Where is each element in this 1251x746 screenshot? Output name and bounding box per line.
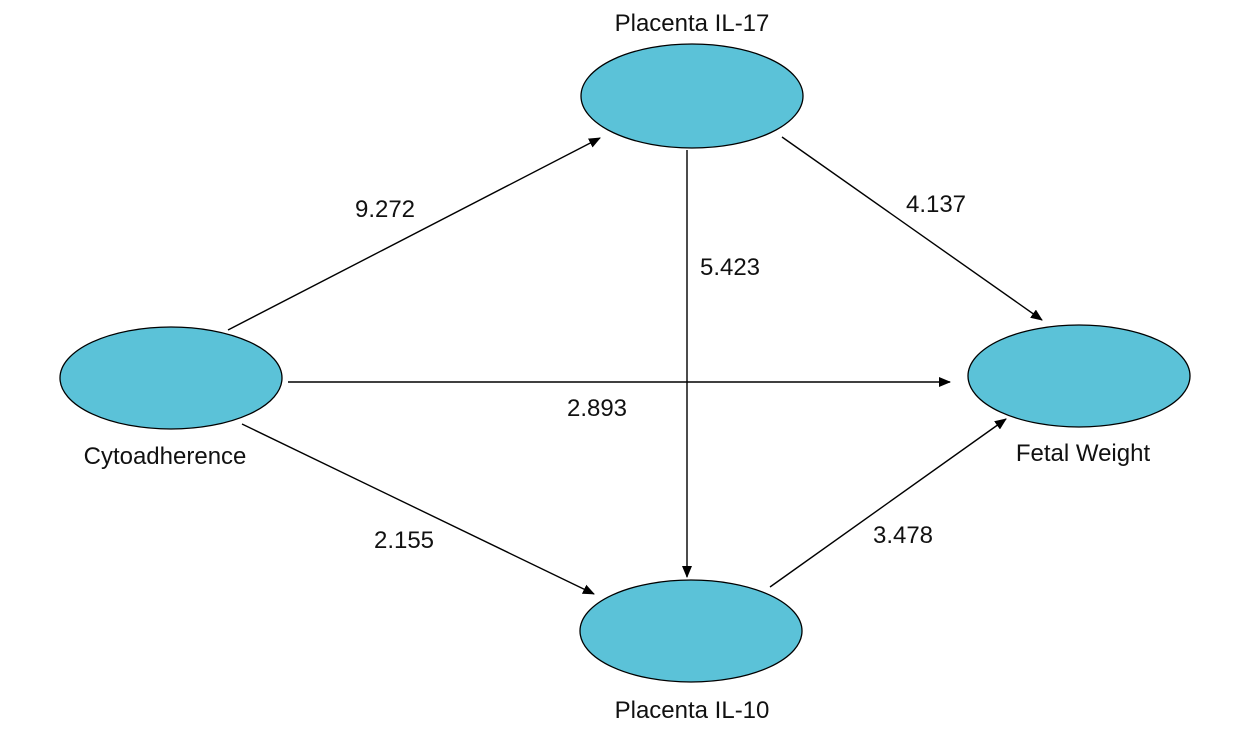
node-label-il10: Placenta IL-10 [615, 697, 770, 724]
node-il10[interactable] [579, 579, 803, 683]
edge-label-il10-fetal-weight: 3.478 [873, 522, 933, 549]
edge-label-il17-il10: 5.423 [700, 254, 760, 281]
node-labels: Placenta IL-17 Cytoadherence Fetal Weigh… [84, 10, 1151, 724]
node-fetal-weight[interactable] [967, 324, 1191, 428]
nodes [59, 43, 1191, 683]
edge-label-cytoadherence-fetal-weight: 2.893 [567, 395, 627, 422]
node-label-fetal-weight: Fetal Weight [1016, 440, 1151, 467]
edge-cytoadherence-to-il17 [227, 137, 601, 331]
edge-label-cytoadherence-il17: 9.272 [355, 196, 415, 223]
node-label-il17: Placenta IL-17 [615, 10, 770, 37]
edge-il10-to-fetal-weight [769, 418, 1007, 588]
node-label-cytoadherence: Cytoadherence [84, 443, 247, 470]
edge-il17-to-fetal-weight [781, 136, 1043, 321]
node-cytoadherence[interactable] [59, 326, 283, 430]
edge-label-il17-fetal-weight: 4.137 [906, 191, 966, 218]
edge-label-cytoadherence-il10: 2.155 [374, 527, 434, 554]
edge-cytoadherence-to-il10 [241, 423, 595, 595]
edges [227, 136, 1043, 595]
node-il17[interactable] [580, 43, 804, 149]
edge-labels: 9.272 4.137 5.423 2.893 2.155 3.478 [355, 191, 966, 554]
